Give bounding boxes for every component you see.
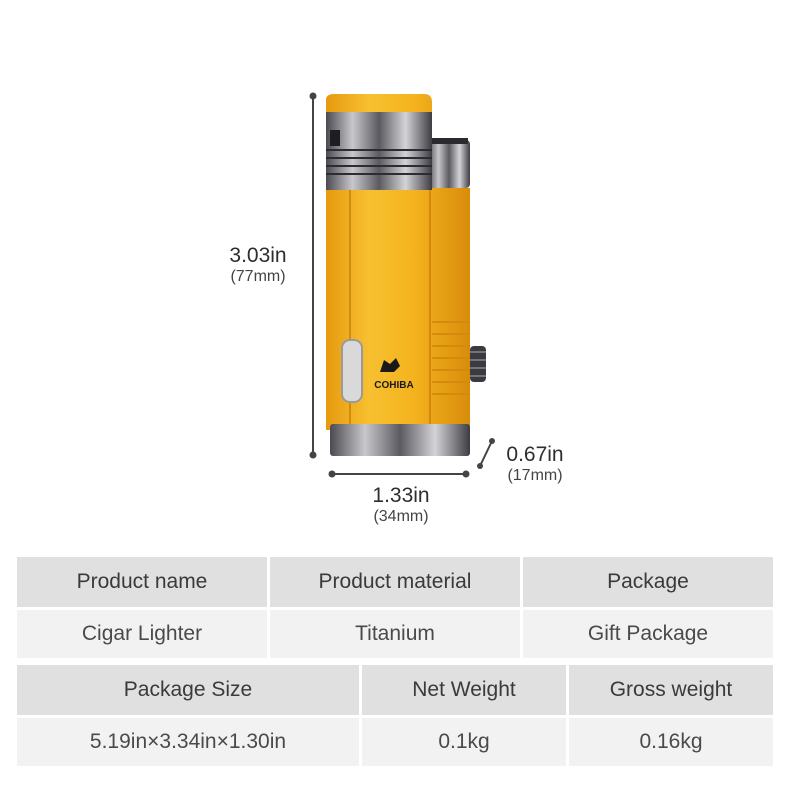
- depth-dimension-line: [477, 438, 495, 469]
- spec-table-basic: Product name Product material Package Ci…: [14, 554, 776, 661]
- header-gross-weight: Gross weight: [569, 665, 773, 715]
- depth-label: 0.67in (17mm): [490, 443, 580, 486]
- lighter-torch-head: [428, 138, 470, 188]
- value-product-material: Titanium: [270, 610, 520, 658]
- width-inches: 1.33in: [372, 484, 430, 507]
- header-product-name: Product name: [17, 557, 267, 607]
- header-package-size: Package Size: [17, 665, 359, 715]
- svg-text:COHIBA: COHIBA: [374, 380, 413, 391]
- value-product-name: Cigar Lighter: [17, 610, 267, 658]
- height-dimension-line: [309, 92, 317, 459]
- height-inches: 3.03in: [229, 244, 287, 267]
- value-net-weight: 0.1kg: [362, 718, 566, 766]
- lighter-top-band: [326, 112, 432, 190]
- width-dimension-line: [328, 470, 470, 478]
- product-illustration: COHIBA: [309, 92, 495, 478]
- adjust-wheel: [470, 346, 486, 382]
- depth-mm: (17mm): [507, 467, 563, 485]
- width-mm: (34mm): [373, 508, 429, 526]
- value-package: Gift Package: [523, 610, 773, 658]
- height-mm: (77mm): [230, 268, 286, 286]
- cohiba-logo: COHIBA: [374, 358, 414, 391]
- depth-inches: 0.67in: [506, 443, 564, 466]
- fuel-window: [341, 339, 363, 403]
- table-header-row: Package Size Net Weight Gross weight: [17, 665, 773, 715]
- value-package-size: 5.19in×3.34in×1.30in: [17, 718, 359, 766]
- value-gross-weight: 0.16kg: [569, 718, 773, 766]
- height-label: 3.03in (77mm): [216, 244, 300, 287]
- header-product-material: Product material: [270, 557, 520, 607]
- header-net-weight: Net Weight: [362, 665, 566, 715]
- table-row: 5.19in×3.34in×1.30in 0.1kg 0.16kg: [17, 718, 773, 766]
- header-package: Package: [523, 557, 773, 607]
- lighter-bottom-band: [330, 424, 470, 456]
- table-row: Cigar Lighter Titanium Gift Package: [17, 610, 773, 658]
- spec-table-package: Package Size Net Weight Gross weight 5.1…: [14, 662, 776, 769]
- width-label: 1.33in (34mm): [348, 484, 454, 527]
- table-header-row: Product name Product material Package: [17, 557, 773, 607]
